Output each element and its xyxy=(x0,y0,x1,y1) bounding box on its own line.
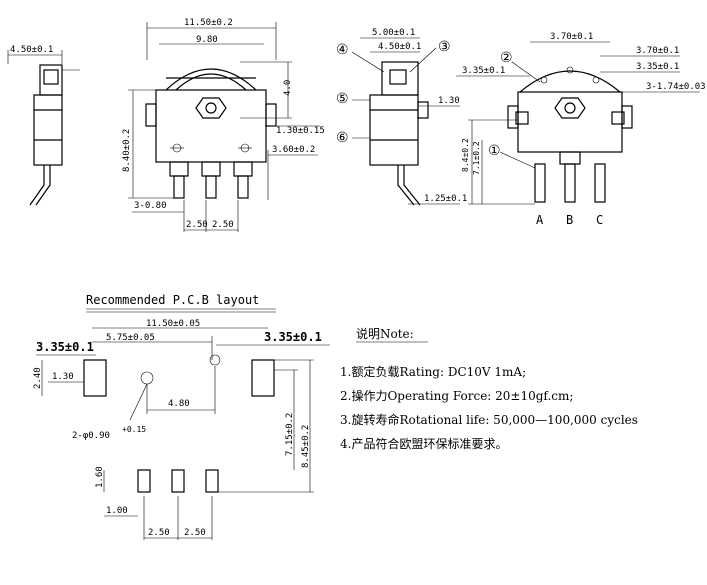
note-line-3: 3.旋转寿命Rotational life: 50,000—100,000 cy… xyxy=(340,412,638,427)
right-top-right: 3.70±0.1 xyxy=(636,46,679,56)
right-view: 3.35±0.1 3.70±0.1 ② 3.70±0.1 3.35±0.1 3-… xyxy=(456,32,706,227)
pcb-title: Recommended P.C.B layout xyxy=(86,293,259,307)
pcb-layout: Recommended P.C.B layout 11.50±0.05 5.75… xyxy=(33,293,330,540)
side-bottom-dim: 1.25±0.1 xyxy=(424,194,467,204)
side-label-3: ③ xyxy=(438,39,451,55)
side-top-dim: 5.00±0.1 xyxy=(372,28,415,38)
side-mid-dim: 4.50±0.1 xyxy=(378,42,421,52)
pcb-hole-span: 5.75±0.05 xyxy=(106,333,155,343)
pcb-pad-w: 1.00 xyxy=(106,506,128,516)
front-total-height: 8.40±0.2 xyxy=(122,129,132,172)
pcb-left-dim: 3.35±0.1 xyxy=(36,340,94,354)
pcb-pad-height: 2.40 xyxy=(33,367,43,389)
front-pitch-1: 2.50 xyxy=(186,220,208,230)
front-view: 11.50±0.2 9.80 4.0 1.30±0.15 8.40±0.2 xyxy=(122,18,325,232)
pcb-pad-width: 1.30 xyxy=(52,372,74,382)
note-line-4: 4.产品符合欧盟环保标准要求。 xyxy=(340,436,507,451)
front-side-step: 1.30±0.15 xyxy=(276,126,325,136)
front-pin-first: 3-0.80 xyxy=(134,201,167,211)
pin-label-c: C xyxy=(596,213,603,227)
front-shaft-height: 4.0 xyxy=(283,80,293,96)
pin-label-b: B xyxy=(566,213,573,227)
right-bot-right: 3-1.74±0.03 xyxy=(646,82,706,92)
pcb-hole-spec: 2-φ0.90 xyxy=(72,431,110,441)
side-label-6: ⑥ xyxy=(336,130,349,146)
notes-block: 说明Note: 1.额定负载Rating: DC10V 1mA; 2.操作力Op… xyxy=(340,326,638,451)
pcb-v1: 7.15±0.2 xyxy=(285,413,295,456)
pcb-v2: 8.45±0.2 xyxy=(301,425,311,468)
notes-title: 说明Note: xyxy=(356,326,414,341)
pin-label-a: A xyxy=(536,213,544,227)
side-label-4: ④ xyxy=(336,42,349,58)
right-mid-right: 3.35±0.1 xyxy=(636,62,679,72)
pcb-hole-tol: +0.15 xyxy=(122,425,146,434)
note-line-1: 1.额定负载Rating: DC10V 1mA; xyxy=(340,364,526,379)
right-label-2: ② xyxy=(500,50,513,66)
front-pitch-2: 2.50 xyxy=(212,220,234,230)
right-top-dim: 3.70±0.1 xyxy=(550,32,593,42)
pcb-pitch-2: 2.50 xyxy=(184,528,206,538)
pcb-width: 11.50±0.05 xyxy=(146,319,200,329)
front-width-outer: 11.50±0.2 xyxy=(184,18,233,28)
side-small-dim: 1.30 xyxy=(438,96,460,106)
pcb-pitch-1: 2.50 xyxy=(148,528,170,538)
pcb-right-dim: 3.35±0.1 xyxy=(264,330,322,344)
pcb-hole-dist: 4.80 xyxy=(168,399,190,409)
front-width-inner: 9.80 xyxy=(196,35,218,45)
pcb-pad-h: 1.60 xyxy=(95,466,105,488)
front-pin-offset: 3.60±0.2 xyxy=(272,145,315,155)
right-left-dim: 3.35±0.1 xyxy=(462,66,505,76)
left-edge-dim: 4.50±0.1 xyxy=(10,45,53,55)
note-line-2: 2.操作力Operating Force: 20±10gf.cm; xyxy=(340,388,573,403)
side-view: 5.00±0.1 4.50±0.1 ④ ③ ⑤ ⑥ 1.30 1.25±0.1 xyxy=(336,28,467,206)
right-height-1: 8.4±0.2 xyxy=(461,138,470,172)
right-height-2: 7.1±0.2 xyxy=(472,141,481,175)
left-edge-view: 4.50±0.1 xyxy=(7,45,80,206)
side-label-5: ⑤ xyxy=(336,91,349,107)
right-label-1: ① xyxy=(488,143,501,159)
